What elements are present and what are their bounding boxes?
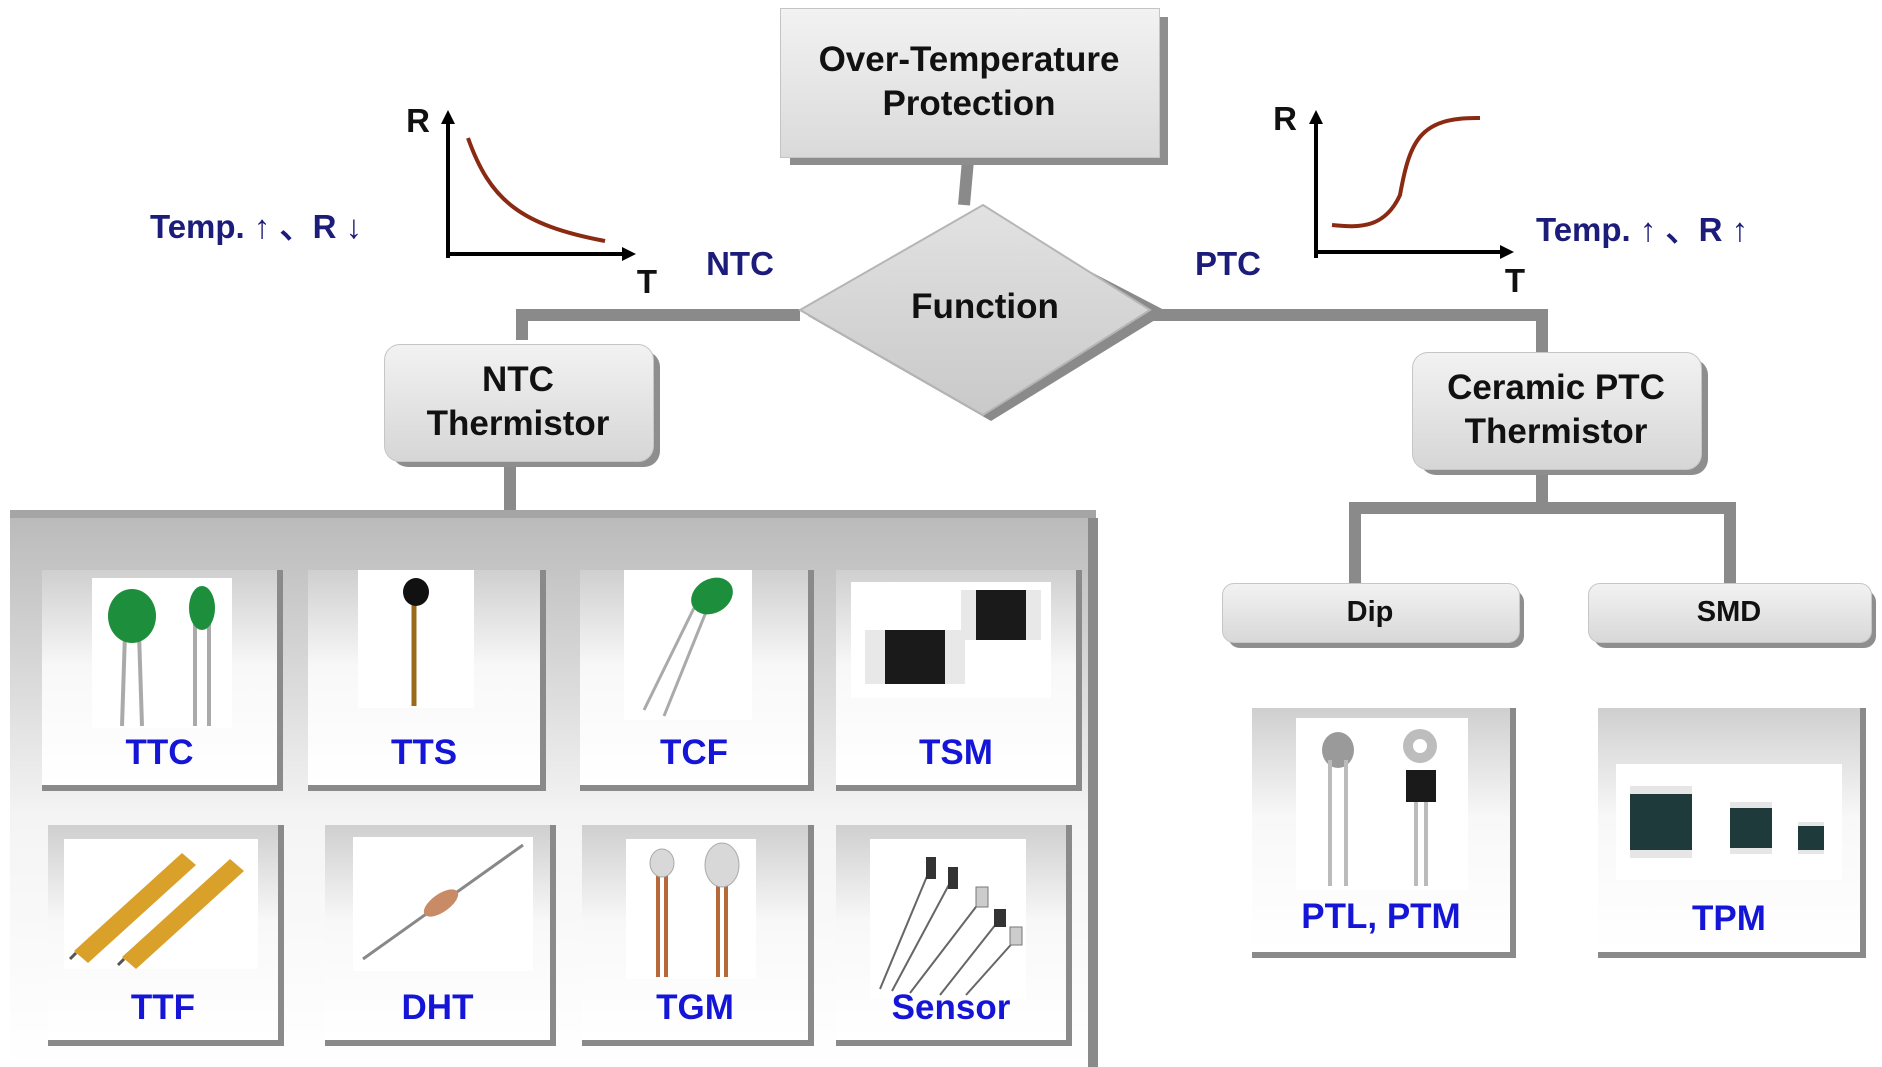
dip-box xyxy=(1222,583,1520,643)
smd-ptc-chip-icon xyxy=(1616,764,1842,880)
ntc-graph-t-axis: T xyxy=(636,263,658,300)
smd-label: SMD xyxy=(1696,595,1762,628)
product-card-tts[interactable]: TTS xyxy=(308,570,546,791)
ntc-thermistor-label: NTC Thermistor xyxy=(426,360,610,443)
green-lead-thermistor-icon xyxy=(624,570,752,720)
top-box-label: Over-Temperature Protection xyxy=(818,40,1120,123)
smd-chip-icon xyxy=(851,582,1051,698)
product-card-tgm[interactable]: TGM xyxy=(582,825,814,1046)
product-card-ttc[interactable]: TTC xyxy=(42,570,283,791)
ptc-curve xyxy=(1331,115,1481,229)
product-card-tpm[interactable]: TPM xyxy=(1598,708,1866,958)
film-thermistor-icon xyxy=(64,839,258,969)
glass-diode-thermistor-icon xyxy=(353,837,533,971)
ntc-curve-graph xyxy=(441,110,636,261)
product-label-ptl-ptm: PTL, PTM xyxy=(1301,897,1461,936)
product-card-sensor[interactable]: Sensor xyxy=(836,825,1072,1046)
ntc-branch-label: NTC xyxy=(706,245,774,282)
product-label-tgm: TGM xyxy=(656,987,734,1027)
top-box xyxy=(780,8,1160,158)
ptc-graph-r-axis: R xyxy=(1273,100,1297,137)
product-card-tcf[interactable]: TCF xyxy=(580,570,814,791)
smd-box xyxy=(1588,583,1872,643)
black-bead-thermistor-icon xyxy=(358,570,474,708)
sensor-probe-icon xyxy=(870,839,1026,999)
function-label: Function xyxy=(911,287,1059,326)
ntc-thermistor-box xyxy=(384,344,654,462)
product-card-tsm[interactable]: TSM xyxy=(836,570,1082,791)
ptc-branch-label: PTC xyxy=(1195,245,1261,282)
ptc-curve-graph xyxy=(1309,110,1514,259)
ptc-relation-text: Temp. ↑ 、R ↑ xyxy=(1536,211,1749,248)
ptc-thermistor-label: Ceramic PTC Thermistor xyxy=(1447,368,1665,451)
product-label-tpm: TPM xyxy=(1692,899,1766,938)
ptc-thermistor-box xyxy=(1412,352,1702,470)
product-label-ttf: TTF xyxy=(130,987,196,1027)
product-label-tts: TTS xyxy=(390,732,458,772)
ring-lug-ptc-icon xyxy=(1296,718,1468,890)
product-card-dht[interactable]: DHT xyxy=(325,825,556,1046)
glass-bead-thermistor-icon xyxy=(626,839,756,979)
product-label-tcf: TCF xyxy=(659,732,729,772)
product-label-dht: DHT xyxy=(401,987,474,1027)
product-label-tsm: TSM xyxy=(919,732,993,772)
ntc-graph-r-axis: R xyxy=(406,102,430,139)
product-card-ttf[interactable]: TTF xyxy=(48,825,284,1046)
product-card-ptl-ptm[interactable]: PTL, PTM xyxy=(1252,708,1516,958)
product-label-ttc: TTC xyxy=(125,732,194,772)
ptc-graph-t-axis: T xyxy=(1504,262,1526,299)
product-label-sensor: Sensor xyxy=(891,987,1011,1027)
ntc-curve xyxy=(466,137,606,243)
dip-label: Dip xyxy=(1346,595,1394,628)
ntc-relation-text: Temp. ↑ 、R ↓ xyxy=(150,208,363,245)
green-disc-thermistor-icon xyxy=(92,578,232,728)
